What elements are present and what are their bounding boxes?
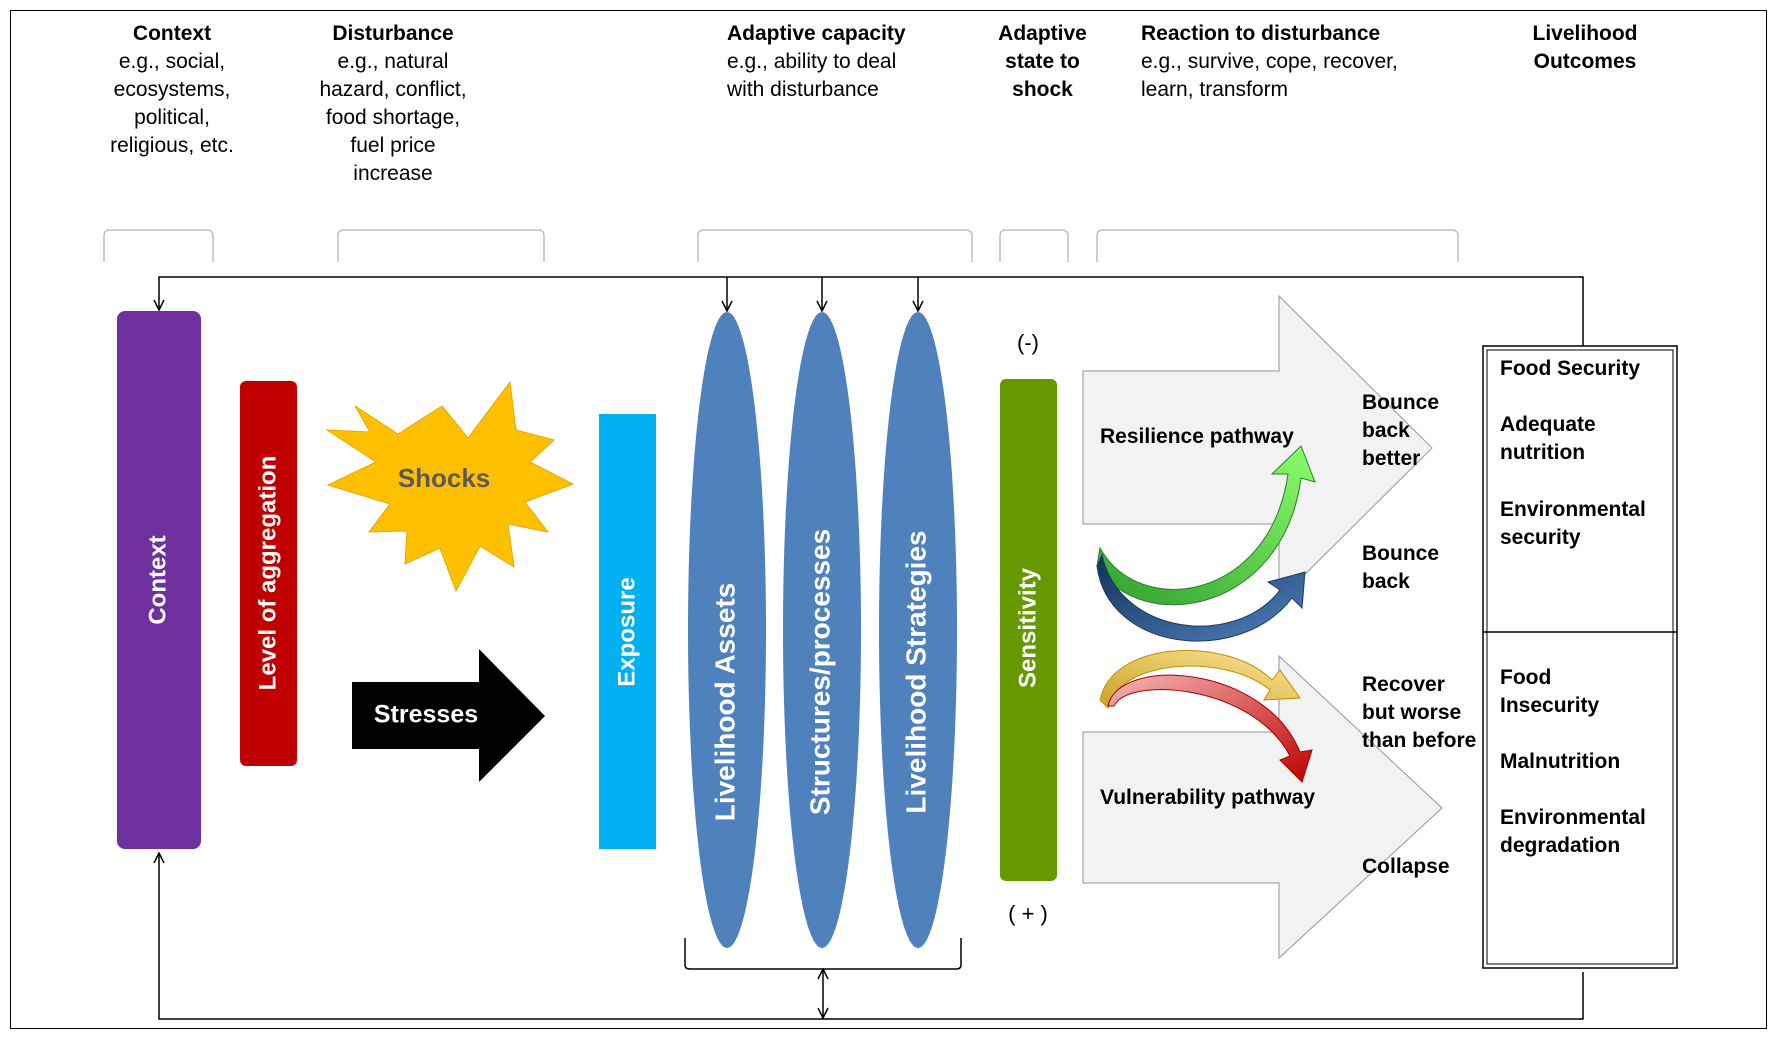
context-bar [117, 311, 201, 849]
structures-processes-label: Structures/processes [804, 529, 835, 815]
shocks-label: Shocks [398, 463, 491, 493]
bracket-context [103, 229, 214, 262]
livelihood-assets-ellipse [688, 312, 766, 948]
outcome-negative-1: Food Insecurity [1500, 666, 1600, 717]
header-reaction-desc: e.g., survive, cope, recover, learn, tra… [1141, 50, 1398, 101]
ellipses-bracket [684, 938, 962, 970]
resilience-pathway-arrow [1082, 294, 1433, 602]
header-adaptive-state: Adaptive state to shock [985, 20, 1100, 104]
header-disturbance-title: Disturbance [332, 22, 454, 45]
recover-worse-yellow-arrow [1099, 649, 1301, 710]
header-reaction-title: Reaction to disturbance [1141, 22, 1381, 45]
outcome-negative-3: Environmental degradation [1500, 806, 1646, 857]
header-disturbance: Disturbance e.g., natural hazard, confli… [318, 20, 468, 188]
reaction-bounce-back-better: Bounce back better [1362, 391, 1440, 470]
header-adaptive-capacity-title: Adaptive capacity [727, 22, 906, 45]
aggregation-bar-label: Level of aggregation [254, 456, 281, 691]
outcome-positive-2: Adequate nutrition [1500, 413, 1596, 464]
collapse-red-arrow [1107, 674, 1313, 783]
reaction-collapse: Collapse [1362, 855, 1450, 878]
outcomes-box [1482, 345, 1678, 969]
header-disturbance-desc: e.g., natural hazard, conflict, food sho… [319, 50, 467, 185]
reaction-recover-worse: Recover but worse than before [1362, 673, 1477, 752]
outcome-negative-2: Malnutrition [1500, 750, 1621, 773]
sensitivity-bar [1000, 379, 1057, 881]
stresses-label: Stresses [374, 701, 478, 729]
sensitivity-sign-top: (-) [1017, 330, 1039, 355]
feedback-top-line [159, 276, 1584, 346]
header-outcomes-title: Livelihood Outcomes [1532, 22, 1638, 73]
context-bar-label: Context [144, 535, 171, 624]
stresses-arrow [352, 649, 545, 782]
structures-processes-ellipse [783, 312, 861, 948]
exposure-bar-label: Exposure [613, 577, 640, 686]
bounce-back-curve-blue-arrow [1096, 553, 1306, 642]
diagram-frame [10, 10, 1767, 1029]
bracket-reaction [1096, 229, 1459, 262]
resilience-pathway-label: Resilience pathway [1100, 425, 1294, 448]
livelihood-strategies-label: Livelihood Strategies [900, 530, 931, 813]
vulnerability-pathway-label: Vulnerability pathway [1100, 786, 1316, 809]
header-context-title: Context [132, 22, 212, 45]
header-context: Context e.g., social, ecosystems, politi… [92, 20, 252, 160]
reaction-bounce-back: Bounce back [1362, 542, 1440, 593]
livelihood-strategies-ellipse [879, 312, 957, 948]
header-adaptive-capacity: Adaptive capacity e.g., ability to deal … [727, 20, 927, 104]
resilience-curve-green-arrow [1096, 445, 1316, 606]
header-outcomes: Livelihood Outcomes [1515, 20, 1655, 76]
header-context-desc: e.g., social, ecosystems, political, rel… [110, 50, 234, 157]
feedback-bottom-line [159, 853, 1584, 1020]
sensitivity-sign-bottom: ( + ) [1008, 901, 1048, 926]
header-reaction: Reaction to disturbance e.g., survive, c… [1141, 20, 1441, 104]
aggregation-bar [240, 381, 297, 766]
bracket-adaptive-state [999, 229, 1069, 262]
sensitivity-bar-label: Sensitivity [1014, 567, 1041, 688]
livelihood-assets-label: Livelihood Assets [709, 583, 740, 822]
exposure-bar [599, 414, 656, 849]
header-adaptive-state-title: Adaptive state to shock [998, 22, 1087, 101]
bracket-adaptive-capacity [697, 229, 973, 262]
outcome-positive-3: Environmental security [1500, 498, 1646, 549]
outcomes-box-inner [1486, 349, 1674, 965]
bracket-disturbance [337, 229, 545, 262]
shocks-starburst [325, 380, 575, 593]
outcome-positive-1: Food Security [1500, 357, 1641, 380]
header-adaptive-capacity-desc: e.g., ability to deal with disturbance [727, 50, 897, 101]
